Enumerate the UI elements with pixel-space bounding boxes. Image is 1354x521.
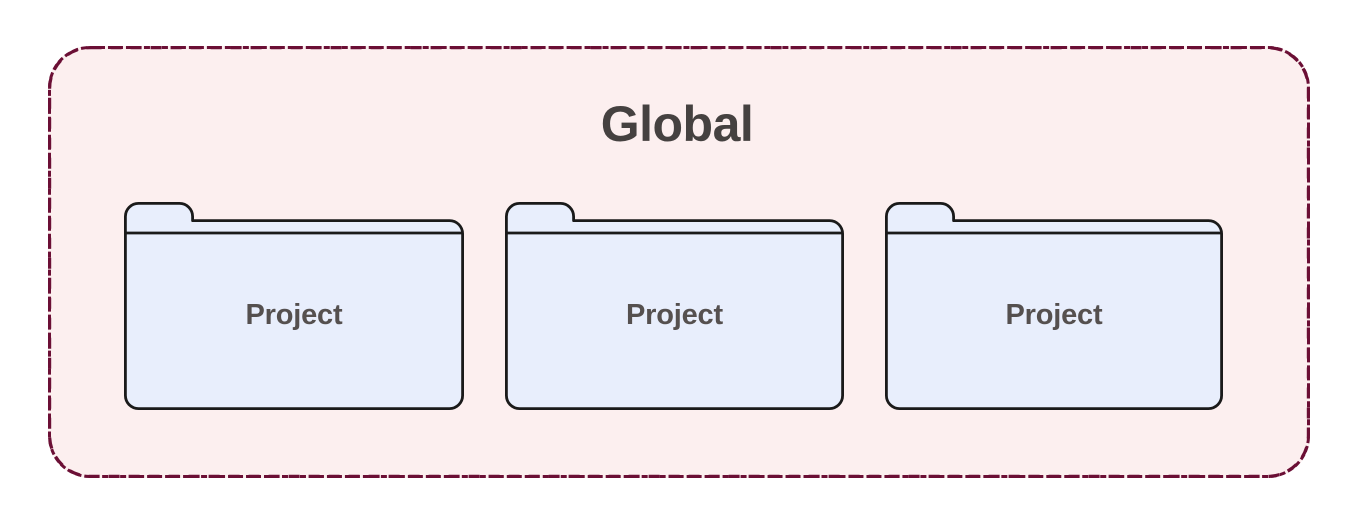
folder-icon (885, 202, 1223, 410)
folder-icon (124, 202, 464, 410)
project-folder-label: Project (1005, 299, 1103, 331)
project-folder[interactable]: Project (885, 202, 1223, 410)
folder-icon (505, 202, 844, 410)
project-folder[interactable]: Project (505, 202, 844, 410)
project-folder-label: Project (245, 299, 343, 331)
project-folder-label: Project (626, 299, 723, 331)
global-title: Global (600, 96, 754, 152)
project-folder[interactable]: Project (124, 202, 464, 410)
